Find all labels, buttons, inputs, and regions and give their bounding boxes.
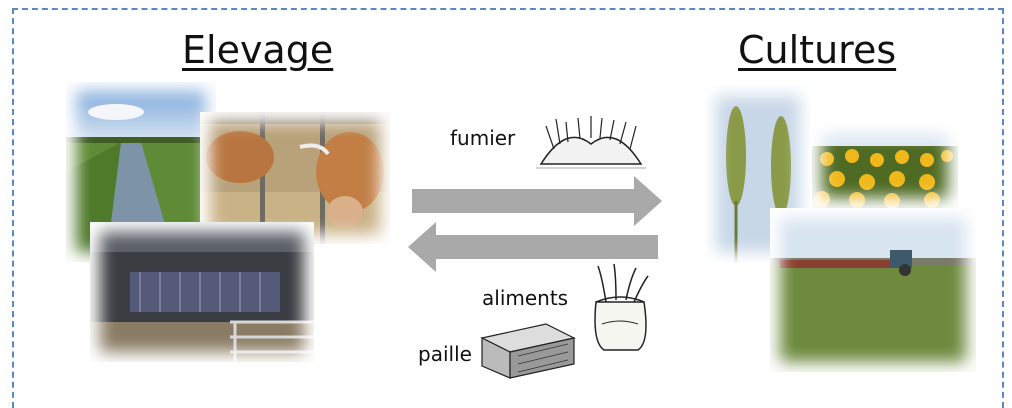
manure-heap-icon	[536, 104, 646, 174]
aliments-label: aliments	[482, 286, 568, 310]
cultures-title: Cultures	[738, 28, 896, 72]
elevage-title: Elevage	[182, 28, 333, 72]
grain-sack-icon	[584, 262, 656, 356]
straw-bale-icon	[474, 316, 582, 382]
fumier-label: fumier	[450, 126, 515, 150]
right-arrow	[412, 176, 664, 226]
barn-photo	[90, 222, 314, 362]
paille-label: paille	[418, 342, 472, 366]
tractor-field-photo	[770, 208, 976, 372]
sunflower-photo	[812, 124, 958, 208]
